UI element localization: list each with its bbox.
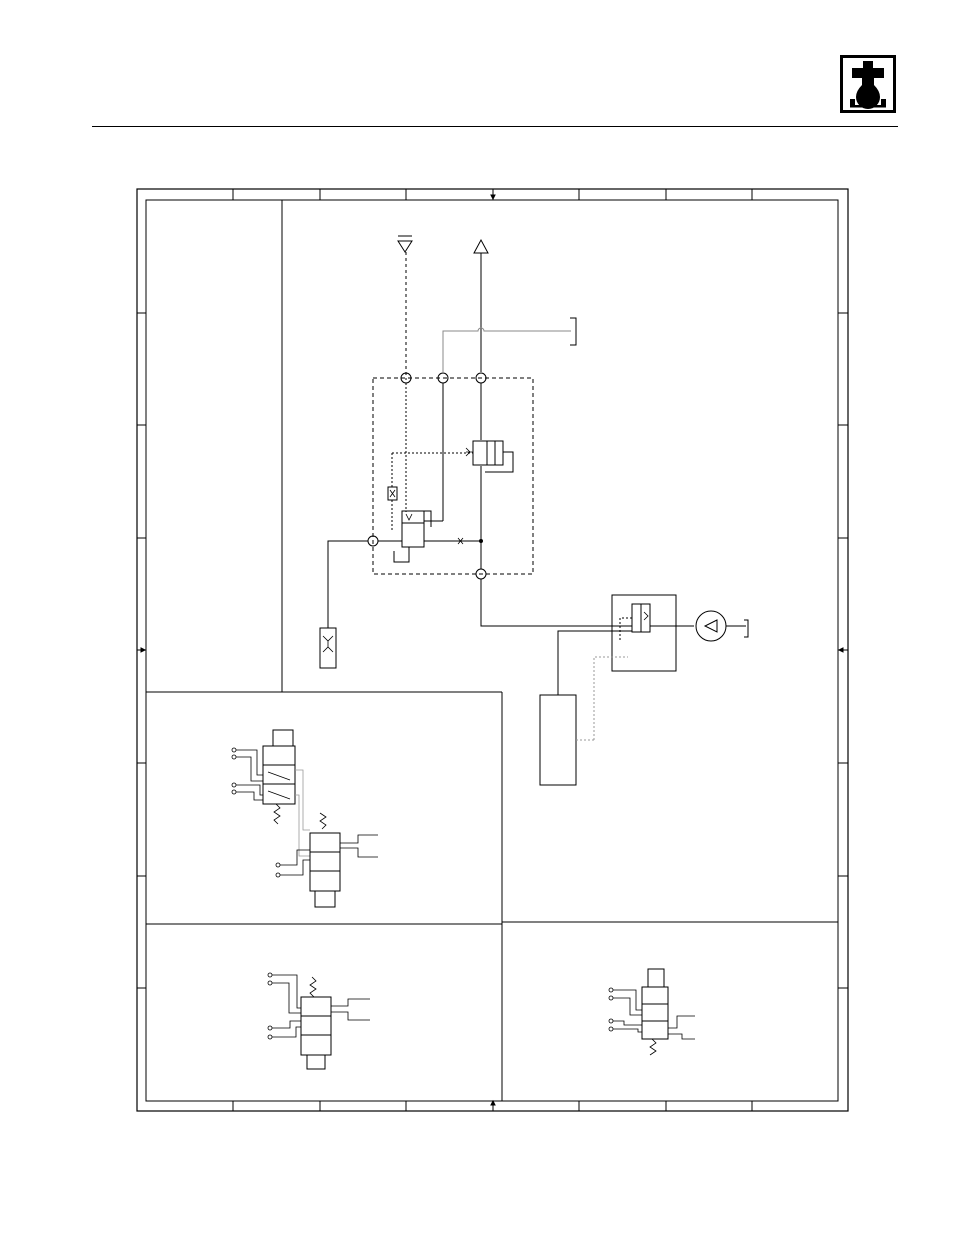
check-valve <box>473 441 503 465</box>
quick-coupler <box>320 628 336 668</box>
return-port-symbol <box>398 241 412 252</box>
valve-manifold <box>373 378 533 574</box>
solenoid-valve-detail-b <box>268 973 370 1069</box>
main-hydraulic-circuit <box>320 236 748 785</box>
hydraulic-schematic <box>135 187 851 1113</box>
solenoid-valve-detail-c <box>609 969 695 1055</box>
drawing-frame <box>137 189 848 1111</box>
header-rule <box>92 126 898 127</box>
pump-valve-block <box>612 595 676 671</box>
solenoid-valve-detail-a <box>232 730 378 907</box>
relief-valve <box>402 511 424 547</box>
panel-dividers <box>146 200 838 1101</box>
reservoir <box>540 695 576 785</box>
pressure-port-symbol <box>474 240 488 253</box>
hydraulic-oil-icon <box>840 55 896 113</box>
hydraulic-pump <box>696 611 726 641</box>
